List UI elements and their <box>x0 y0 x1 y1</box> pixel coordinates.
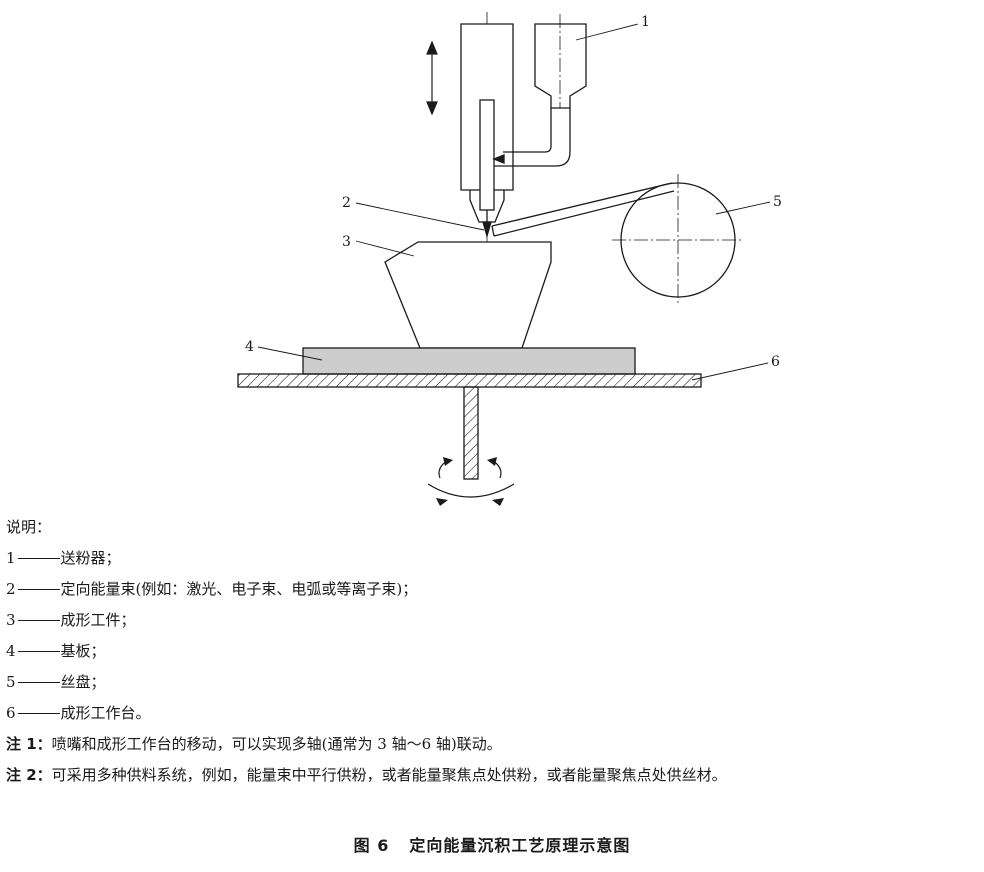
figure-title: 定向能量沉积工艺原理示意图 <box>409 836 631 855</box>
build-platform <box>237 373 702 480</box>
legend-item-text: 基板； <box>60 642 106 660</box>
note-label: 注 1： <box>6 735 52 753</box>
callout-1: 1 <box>641 14 650 30</box>
legend-item: 1 送粉器； <box>6 543 727 574</box>
legend-dash <box>17 588 60 590</box>
legend-item-number: 3 <box>6 611 16 629</box>
callout-5: 5 <box>773 194 782 210</box>
legend-title: 说明： <box>6 518 52 536</box>
legend-item-number: 5 <box>6 673 16 691</box>
legend-item-text: 成形工件； <box>60 611 136 629</box>
legend-dash <box>17 681 60 683</box>
note-2: 注 2：可采用多种供料系统，例如，能量束中平行供粉，或者能量聚焦点处供粉，或者能… <box>6 760 727 791</box>
callout-6: 6 <box>771 354 780 370</box>
legend-item-text: 定向能量束(例如：激光、电子束、电弧或等离子束)； <box>60 580 418 598</box>
powder-feeder <box>492 14 587 167</box>
note-text: 喷嘴和成形工作台的移动，可以实现多轴(通常为 3 轴～6 轴)联动。 <box>51 735 502 753</box>
callout-4: 4 <box>245 339 254 355</box>
figure-caption: 图 6 定向能量沉积工艺原理示意图 <box>0 832 984 856</box>
legend-item-text: 送粉器； <box>60 549 121 567</box>
legend-item-text: 丝盘； <box>60 673 106 691</box>
callout-2: 2 <box>342 195 351 211</box>
energy-beam-head <box>460 23 514 239</box>
deposition-schematic: 1 2 3 4 5 6 <box>237 12 782 506</box>
substrate-plate <box>302 347 636 375</box>
legend-item: 2 定向能量束(例如：激光、电子束、电弧或等离子束)； <box>6 574 727 605</box>
note-text: 可采用多种供料系统，例如，能量束中平行供粉，或者能量聚焦点处供粉，或者能量聚焦点… <box>51 766 727 784</box>
legend-item: 4 基板； <box>6 636 727 667</box>
formed-workpiece <box>384 241 552 349</box>
leader-lines <box>257 23 771 381</box>
vertical-motion-arrow <box>426 40 438 116</box>
legend: 说明： 1 送粉器； 2 定向能量束(例如：激光、电子束、电弧或等离子束)； 3 成形… <box>6 512 727 791</box>
legend-item: 5 丝盘； <box>6 667 727 698</box>
legend-item-number: 1 <box>6 549 16 567</box>
legend-item-number: 2 <box>6 580 16 598</box>
legend-dash <box>17 712 60 714</box>
figure-number: 图 6 <box>353 836 390 855</box>
legend-item-number: 4 <box>6 642 16 660</box>
callout-3: 3 <box>342 234 351 250</box>
rotation-arrows <box>427 457 515 506</box>
legend-dash <box>17 557 60 559</box>
note-label: 注 2： <box>6 766 52 784</box>
wire-reel <box>491 174 744 306</box>
legend-dash <box>17 619 60 621</box>
legend-item: 3 成形工件； <box>6 605 727 636</box>
legend-item: 6 成形工作台。 <box>6 698 727 729</box>
legend-item-number: 6 <box>6 704 16 722</box>
note-1: 注 1：喷嘴和成形工作台的移动，可以实现多轴(通常为 3 轴～6 轴)联动。 <box>6 729 727 760</box>
legend-dash <box>17 650 60 652</box>
legend-item-text: 成形工作台。 <box>60 704 151 722</box>
